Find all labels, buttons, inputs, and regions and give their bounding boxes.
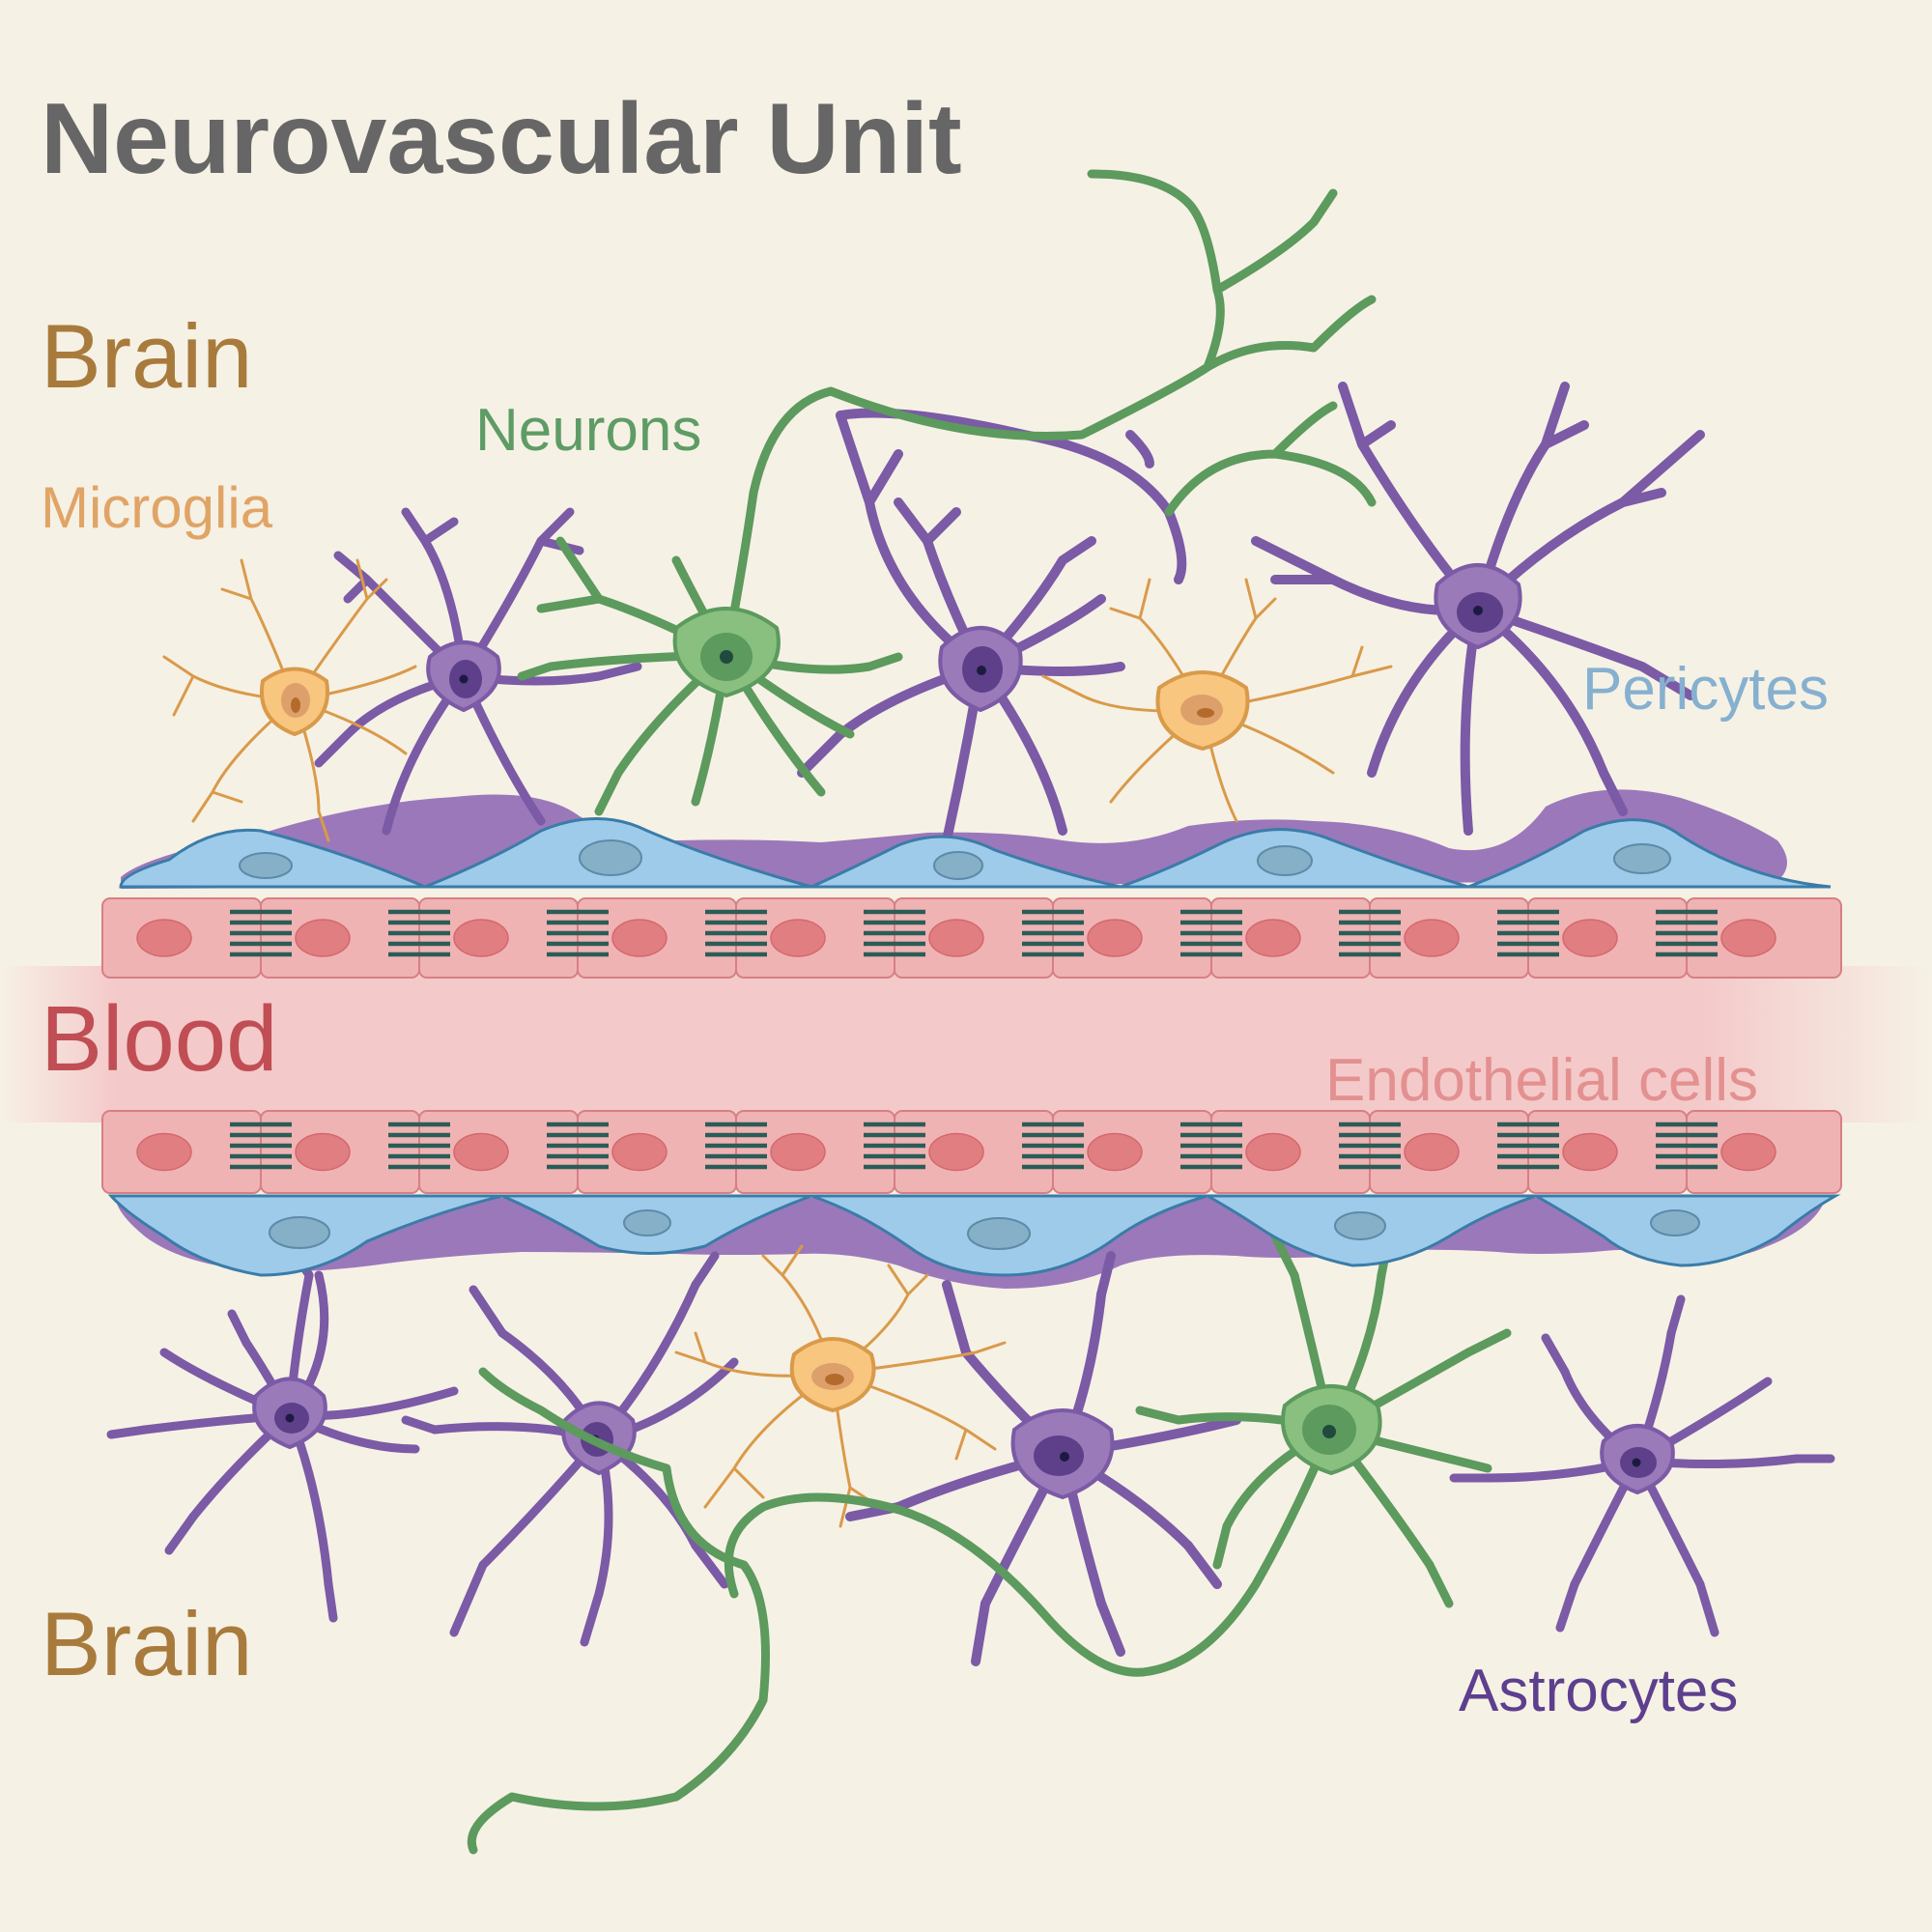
tight-junction — [1022, 909, 1084, 957]
endothelial-nucleus — [611, 1132, 668, 1172]
endothelial-nucleus — [1404, 919, 1460, 957]
tight-junction — [864, 1122, 925, 1170]
endothelial-row-bottom — [101, 1110, 1842, 1194]
microglia — [1041, 578, 1393, 823]
tight-junction — [1656, 909, 1718, 957]
pericyte-nucleus — [1650, 1209, 1700, 1236]
tight-junction — [1339, 1122, 1401, 1170]
tight-junction — [705, 909, 767, 957]
tight-junction — [1180, 909, 1242, 957]
astrocyte — [314, 507, 642, 836]
tight-junction — [1180, 1122, 1242, 1170]
tight-junction — [1497, 1122, 1559, 1170]
pericyte-nucleus — [269, 1216, 330, 1249]
endothelial-nucleus — [1087, 919, 1143, 957]
tight-junction — [388, 909, 450, 957]
endothelial-nucleus — [1087, 1132, 1143, 1172]
endothelial-nucleus — [770, 919, 826, 957]
endothelial-nucleus — [453, 1132, 509, 1172]
region-label-blood: Blood — [41, 987, 278, 1091]
pericyte-nucleus — [623, 1209, 671, 1236]
astrocyte — [845, 1251, 1241, 1666]
tight-junction — [547, 1122, 609, 1170]
region-label-brain-top: Brain — [41, 305, 253, 407]
pericyte-nucleus — [933, 851, 983, 880]
tight-junction — [1022, 1122, 1084, 1170]
endothelial-nucleus — [611, 919, 668, 957]
endothelial-nucleus — [1245, 919, 1301, 957]
endothelial-nucleus — [928, 1132, 984, 1172]
pericyte-nucleus — [579, 839, 642, 876]
label-endothelial-cells: Endothelial cells — [1325, 1047, 1759, 1114]
tight-junction — [230, 909, 292, 957]
label-microglia: Microglia — [41, 475, 273, 540]
endothelial-row-top — [101, 897, 1842, 979]
endothelial-nucleus — [295, 1132, 351, 1172]
label-pericytes: Pericytes — [1582, 656, 1829, 723]
endothelial-nucleus — [295, 919, 351, 957]
neuron-axon — [468, 1367, 770, 1855]
blood-lumen — [0, 966, 1932, 1122]
page-title: Neurovascular Unit — [41, 83, 962, 195]
endothelial-nucleus — [928, 919, 984, 957]
astrocyte — [1449, 1294, 1835, 1637]
tight-junction — [705, 1122, 767, 1170]
endothelial-nucleus — [1562, 919, 1618, 957]
microglia — [162, 558, 417, 842]
tight-junction — [230, 1122, 292, 1170]
endothelial-nucleus — [453, 919, 509, 957]
neuron — [724, 1222, 1512, 1677]
microglia — [674, 1244, 1007, 1528]
endothelial-nucleus — [1404, 1132, 1460, 1172]
tight-junction — [1497, 909, 1559, 957]
endothelial-nucleus — [136, 1132, 192, 1172]
tight-junction — [864, 909, 925, 957]
tight-junction — [388, 1122, 450, 1170]
endothelial-nucleus — [1562, 1132, 1618, 1172]
endothelial-nucleus — [1720, 919, 1776, 957]
pericyte-nucleus — [1613, 843, 1671, 874]
tight-junction — [547, 909, 609, 957]
pericyte-nucleus — [1257, 845, 1313, 876]
neuron — [517, 169, 1377, 816]
tight-junction — [1656, 1122, 1718, 1170]
astrocyte — [106, 1241, 459, 1623]
endothelial-nucleus — [1720, 1132, 1776, 1172]
pericyte-nucleus — [239, 852, 293, 879]
tight-junction — [1339, 909, 1401, 957]
endothelial-nucleus — [1245, 1132, 1301, 1172]
astrocyte — [401, 1251, 739, 1647]
astrocyte — [1251, 382, 1705, 836]
astrocyte — [797, 408, 1187, 845]
label-neurons: Neurons — [475, 397, 702, 464]
pericyte-nucleus — [967, 1217, 1031, 1250]
region-label-brain-bottom: Brain — [41, 1593, 253, 1694]
label-astrocytes: Astrocytes — [1459, 1658, 1739, 1724]
endothelial-nucleus — [770, 1132, 826, 1172]
endothelial-nucleus — [136, 919, 192, 957]
pericyte-nucleus — [1334, 1211, 1386, 1240]
